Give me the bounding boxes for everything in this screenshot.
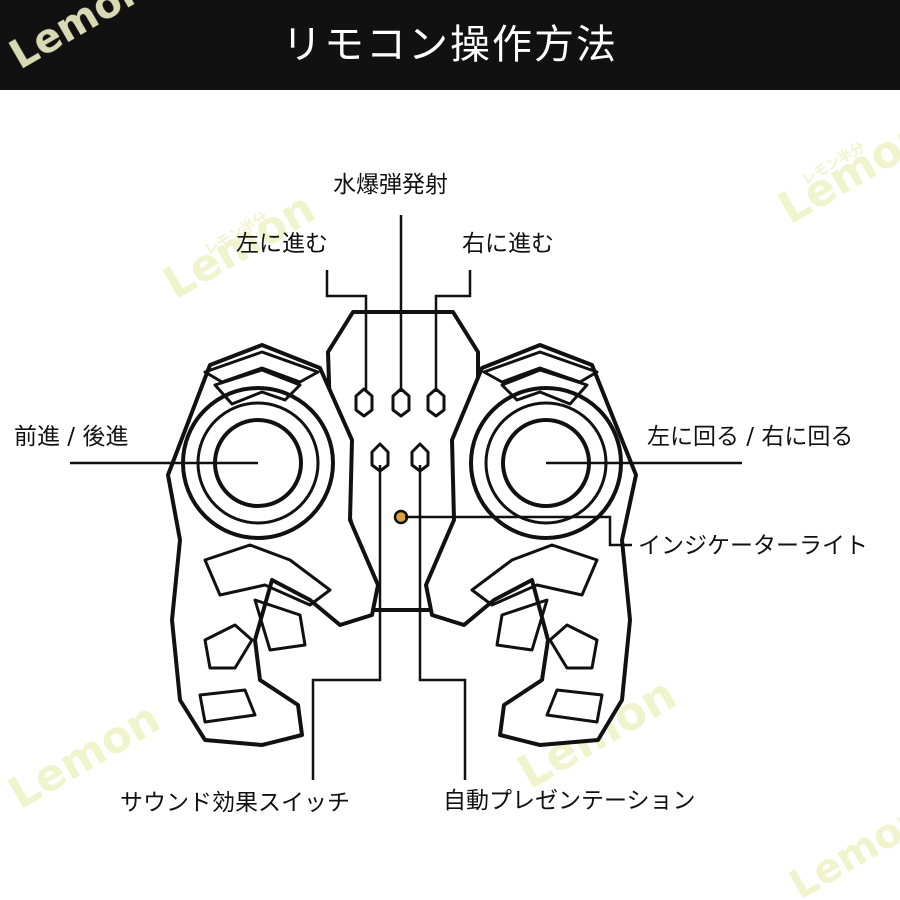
right-grip-detail	[470, 543, 599, 607]
left-grip-detail	[203, 543, 332, 607]
leader-sound	[311, 465, 382, 780]
watermark-text: Lemon	[782, 794, 900, 900]
left-grip-slot	[203, 623, 254, 670]
labels: 水爆弾発射 左に進む 右に進む 前進 / 後進 左に回る / 右に回る インジケ…	[14, 172, 868, 816]
label-auto-demo: 自動プレゼンテーション	[443, 788, 696, 814]
title-bar: リモコン操作方法	[0, 0, 900, 90]
leader-move-right	[434, 270, 472, 392]
button-left-icon	[354, 387, 374, 418]
leader-lines	[70, 215, 742, 780]
right-grip-slot	[495, 598, 549, 652]
button-sound-icon	[370, 442, 390, 473]
button-demo-icon	[410, 442, 430, 473]
right-grip-slot	[548, 623, 599, 670]
label-forward-back: 前進 / 後進	[14, 424, 128, 450]
label-water-bomb: 水爆弾発射	[333, 172, 448, 198]
leader-indicator	[405, 515, 632, 547]
label-sound-switch: サウンド効果スイッチ	[120, 790, 350, 816]
left-bumper-inner	[213, 368, 302, 406]
leader-demo	[418, 465, 467, 780]
watermark-text: Lemon	[2, 0, 155, 79]
label-turn: 左に回る / 右に回る	[647, 424, 853, 450]
page-title: リモコン操作方法	[282, 22, 618, 68]
right-bumper-inner	[500, 368, 589, 406]
left-grip-slot	[198, 688, 257, 724]
label-move-left: 左に進む	[236, 231, 328, 257]
right-grip-slot	[545, 688, 604, 724]
leader-move-left	[325, 270, 368, 392]
left-grip-slot	[253, 598, 307, 652]
label-move-right: 右に進む	[462, 231, 554, 257]
label-indicator: インジケーターライト	[638, 533, 868, 559]
